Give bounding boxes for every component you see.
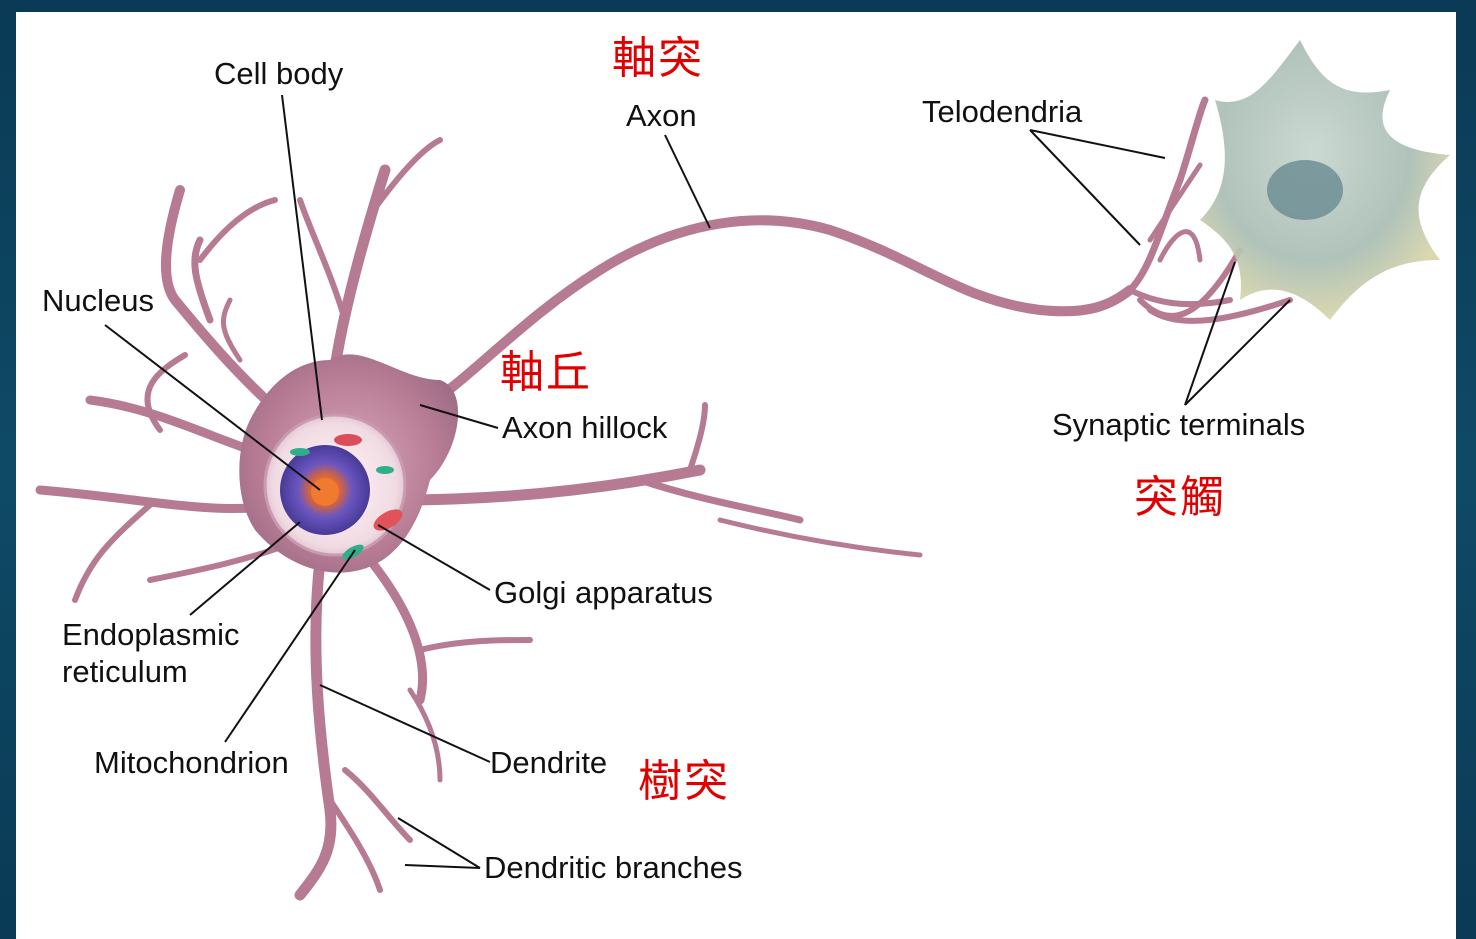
label-telodendria: Telodendria — [922, 94, 1082, 130]
label-axon: Axon — [626, 98, 697, 134]
annotation-axon-hillock-zh: 軸丘 — [500, 348, 592, 398]
label-endoplasmic: Endoplasmic — [62, 617, 239, 653]
annotation-dendrite-zh: 樹突 — [638, 757, 730, 807]
label-synaptic-terminals: Synaptic terminals — [1052, 407, 1305, 443]
annotation-axon-zh: 軸突 — [612, 34, 704, 84]
label-reticulum: reticulum — [62, 654, 188, 690]
label-mitochondrion: Mitochondrion — [94, 745, 289, 781]
annotation-synapse-zh: 突觸 — [1134, 473, 1226, 523]
label-golgi-apparatus: Golgi apparatus — [494, 575, 713, 611]
label-nucleus: Nucleus — [42, 283, 154, 319]
dendrite-tree — [40, 140, 920, 895]
target-nucleus — [1267, 160, 1343, 220]
label-axon-hillock: Axon hillock — [502, 410, 667, 446]
label-dendritic-branches: Dendritic branches — [484, 850, 742, 886]
label-dendrite: Dendrite — [490, 745, 607, 781]
label-cell-body: Cell body — [214, 56, 343, 92]
